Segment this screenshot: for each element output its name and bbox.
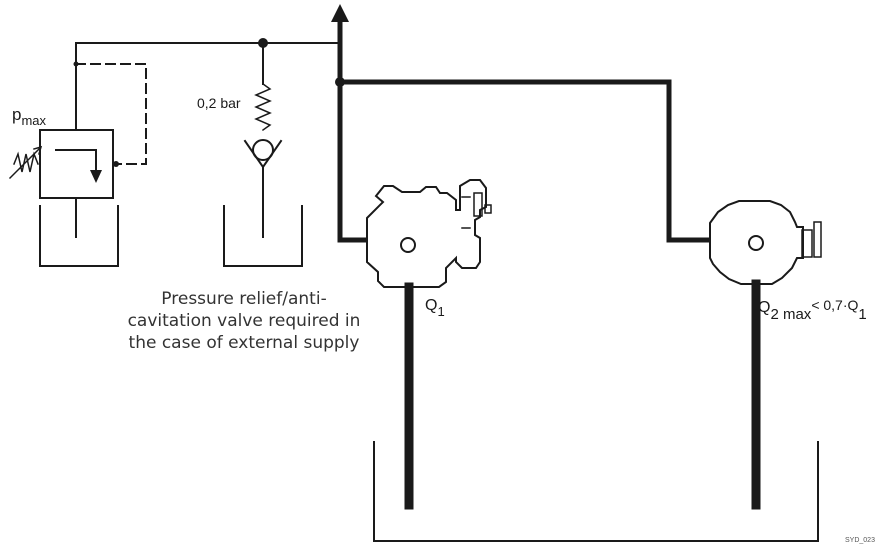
label-q1: Q1 <box>425 297 445 319</box>
pilot-port-dot <box>113 161 119 167</box>
label-check-valve-pressure: 0,2 bar <box>197 95 241 111</box>
relief-flow-arrow <box>55 149 97 181</box>
pump-1-body <box>366 179 487 288</box>
q2-relation: < 0,7·Q <box>811 297 859 313</box>
note-line: Pressure relief/anti- <box>161 289 327 309</box>
pilot-line-dashed <box>75 63 147 165</box>
pump-2-solenoid <box>801 229 813 258</box>
tank-middle <box>223 205 303 267</box>
outlet-arrow-icon <box>331 4 349 22</box>
tank-left <box>39 205 119 267</box>
q2-subscript: 2 max <box>770 306 812 323</box>
pump-1-control-line <box>461 196 471 229</box>
pump-2-body <box>709 200 804 285</box>
q1-symbol: Q <box>425 297 438 314</box>
q2-symbol: Q <box>758 299 771 316</box>
q1-subscript: 1 <box>437 304 445 319</box>
junction-dot <box>335 77 345 87</box>
pump-1-control-block <box>473 192 483 217</box>
check-valve-ball <box>252 139 274 161</box>
tank-main <box>373 441 819 542</box>
supply-line-thin <box>75 42 341 131</box>
check-valve-seat <box>243 139 283 169</box>
p-max-subscript: max <box>21 113 47 128</box>
pump-1-control-port <box>484 204 492 214</box>
pressure-line-thick <box>337 79 713 243</box>
figure-code: SYD_023 <box>845 537 875 544</box>
pump-2-shaft <box>748 235 764 251</box>
relief-arrowhead <box>90 170 102 183</box>
label-p-max: pmax <box>12 105 47 128</box>
p-max-symbol: p <box>12 105 22 124</box>
note-line: cavitation valve required in <box>127 311 361 331</box>
label-q2-max: Q2 max< 0,7·Q1 <box>758 297 867 323</box>
pressure-relief-valve <box>39 129 114 199</box>
note-line: the case of external supply <box>128 333 360 353</box>
pump-1-shaft <box>400 237 416 253</box>
q2-relation-subscript: 1 <box>858 306 867 323</box>
pump-2-solenoid-cap <box>813 221 822 258</box>
check-valve-spring-icon <box>254 82 272 132</box>
adjust-arrowhead <box>33 145 43 155</box>
adjust-arrow-icon <box>8 146 42 180</box>
pressure-line-thick <box>337 19 369 243</box>
relief-valve-note: Pressure relief/anti- cavitation valve r… <box>108 288 380 354</box>
